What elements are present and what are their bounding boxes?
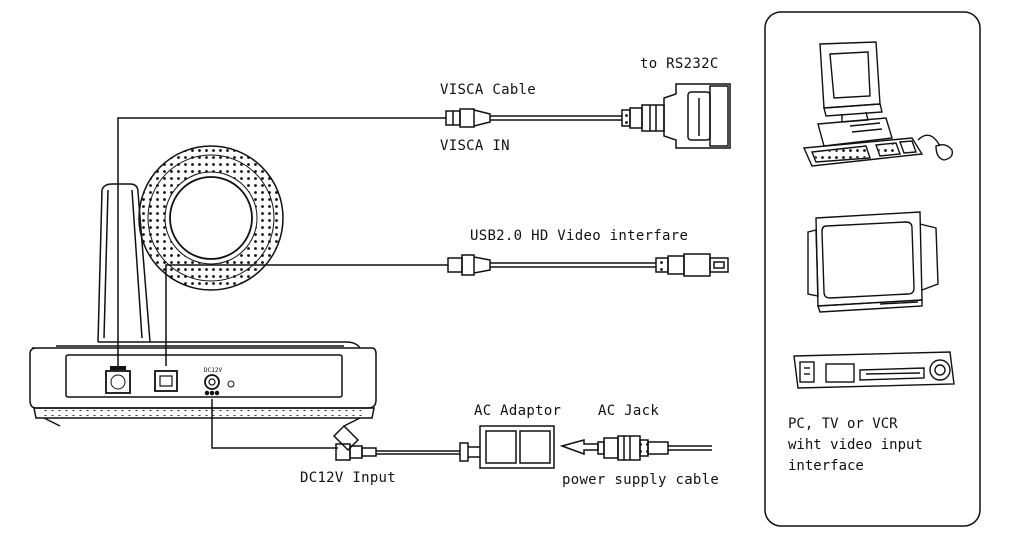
devices-caption: PC, TV or VCR wiht video input interface — [788, 414, 923, 477]
vcr-icon — [793, 351, 955, 389]
label-port-dc12v: DC12V — [204, 367, 223, 374]
label-to-rs232c: to RS232C — [640, 56, 719, 72]
devices-caption-line: interface — [788, 458, 864, 474]
usb-cable — [165, 253, 729, 366]
label-visca-cable: VISCA Cable — [440, 82, 537, 98]
label-ac-adaptor: AC Adaptor — [474, 403, 562, 419]
base-vent-dots — [42, 410, 364, 416]
devices-panel — [764, 11, 981, 527]
pc-keyboard-keys — [813, 144, 899, 161]
visca-cable — [117, 83, 731, 366]
devices-caption-line: PC, TV or VCR — [788, 416, 898, 432]
label-dc12v-input: DC12V Input — [300, 470, 397, 486]
label-ac-jack: AC Jack — [598, 403, 660, 419]
power-cable — [211, 399, 712, 469]
label-visca-in: VISCA IN — [440, 138, 510, 154]
label-usb-video: USB2.0 HD Video interfare — [470, 228, 689, 244]
devices-caption-line: wiht video input — [788, 437, 923, 453]
tv-icon — [807, 211, 939, 313]
label-power-supply-cable: power supply cable — [562, 472, 720, 488]
camera-speaker-dots — [138, 146, 283, 290]
pc-computer-icon — [802, 41, 954, 167]
